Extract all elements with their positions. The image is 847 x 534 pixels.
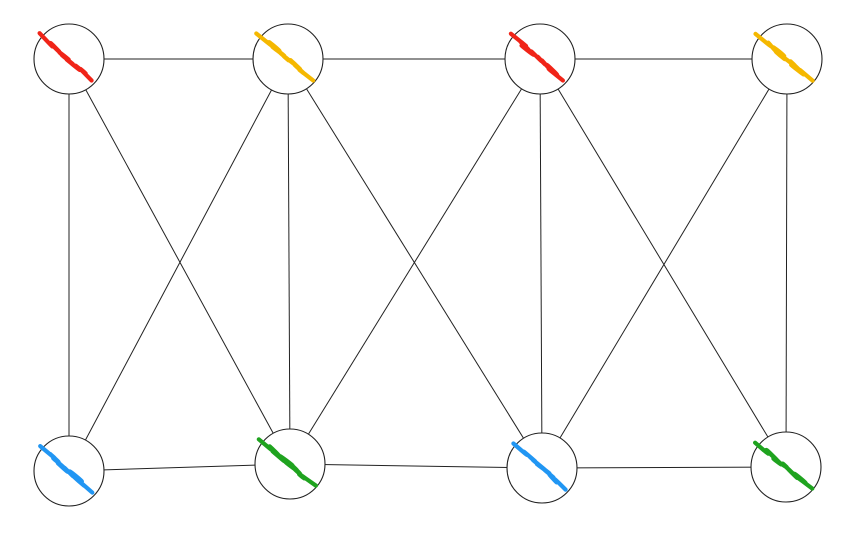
edge-b2-b3 [289,463,543,469]
edge-t1-b2 [68,58,291,465]
edge-b3-b4 [541,466,787,469]
nodes-layer [33,23,823,507]
edge-t3-b4 [539,58,787,468]
node-b1 [33,435,105,507]
node-b4 [750,431,822,503]
scribble-green [256,437,318,488]
edge-b1-b2 [68,463,291,472]
edges-layer [68,58,788,472]
scribble-red [37,31,94,83]
node-t1 [33,23,105,95]
node-t2 [252,23,324,95]
node-b2 [254,428,326,500]
scribble-blue [38,444,95,495]
node-t3 [504,23,576,95]
node-t4 [751,23,823,95]
node-b3 [506,432,578,504]
scribble-red [508,31,565,83]
scribble-green [753,440,815,491]
edge-t2-b3 [287,58,543,469]
edge-t2-b1 [68,58,289,472]
scribble-blue [511,441,568,492]
edge-t3-b3 [539,58,543,469]
scribble-yellow [254,31,316,83]
edge-t3-b2 [289,58,541,465]
edge-t4-b4 [785,58,788,468]
scribble-yellow [753,31,815,83]
edge-t2-b2 [287,58,291,465]
edge-t4-b3 [541,58,788,469]
